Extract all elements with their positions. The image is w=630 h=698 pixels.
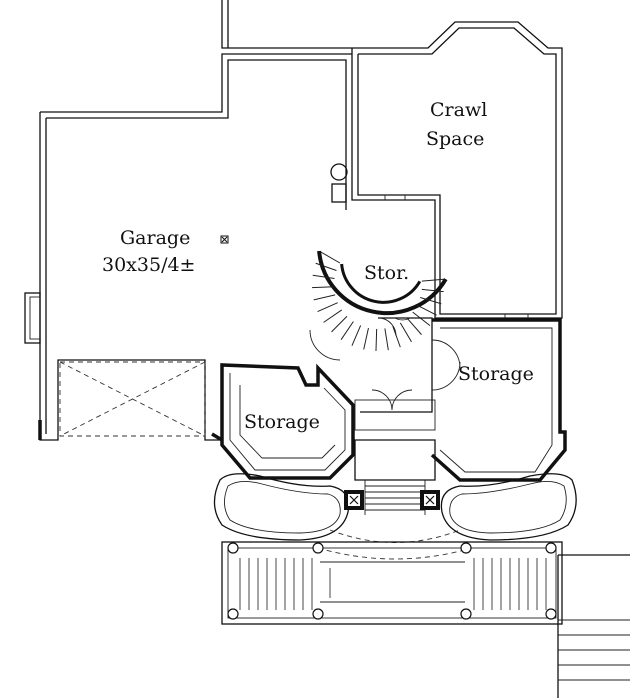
deck-post [460,542,472,554]
post-icon [344,490,364,510]
storage-left-area [220,363,355,480]
deck-boards [227,542,557,620]
storage-right-label: Storage [458,363,534,385]
exterior-stair [557,554,630,698]
stor-label: Stor. [364,262,409,284]
stair-tread [392,326,401,348]
deck [221,541,563,625]
stair-tread [375,328,378,351]
stair-tread [420,297,442,305]
storage-right-area [430,318,567,482]
stair-tread [351,325,362,346]
stair-tread [406,317,422,335]
stair-tread [416,304,437,316]
stair-tread [399,322,412,343]
deck-post [312,608,324,620]
post-icon [420,490,440,510]
planter-left [213,473,350,541]
deck-post [227,608,239,620]
deck-post [545,608,557,620]
deck-post [312,542,324,554]
stair-tread [340,321,354,340]
storage-left-label: Storage [244,411,320,433]
garage-size-label: 30x35/4± [102,254,195,276]
stair-inner-rail [340,263,422,304]
planter-right [440,473,577,541]
stair-tread [315,262,337,271]
stair-tread [421,278,444,282]
stair-tread [384,328,389,351]
stair-tread [317,302,338,313]
stair-tread [421,288,444,293]
stair-tread [312,286,335,289]
garage-label: Garage [120,227,190,249]
deck-post [545,542,557,554]
stair-tread [331,315,348,333]
stair-tread [313,294,336,301]
stair-tread [412,311,431,327]
stair-outer-rail [317,250,448,316]
stair-tread [323,309,343,323]
stair-tread [320,251,341,264]
hall-area [309,317,461,431]
crawl-space-label-2: Space [426,128,484,150]
square-x-icon [220,235,229,244]
crawl-space-label-1: Crawl [430,99,487,121]
crawl-space-area [221,0,563,319]
stair-tread [363,327,369,350]
stair-tread [312,274,335,279]
deck-post [227,542,239,554]
deck-post [460,608,472,620]
spiral-stair [312,250,448,351]
